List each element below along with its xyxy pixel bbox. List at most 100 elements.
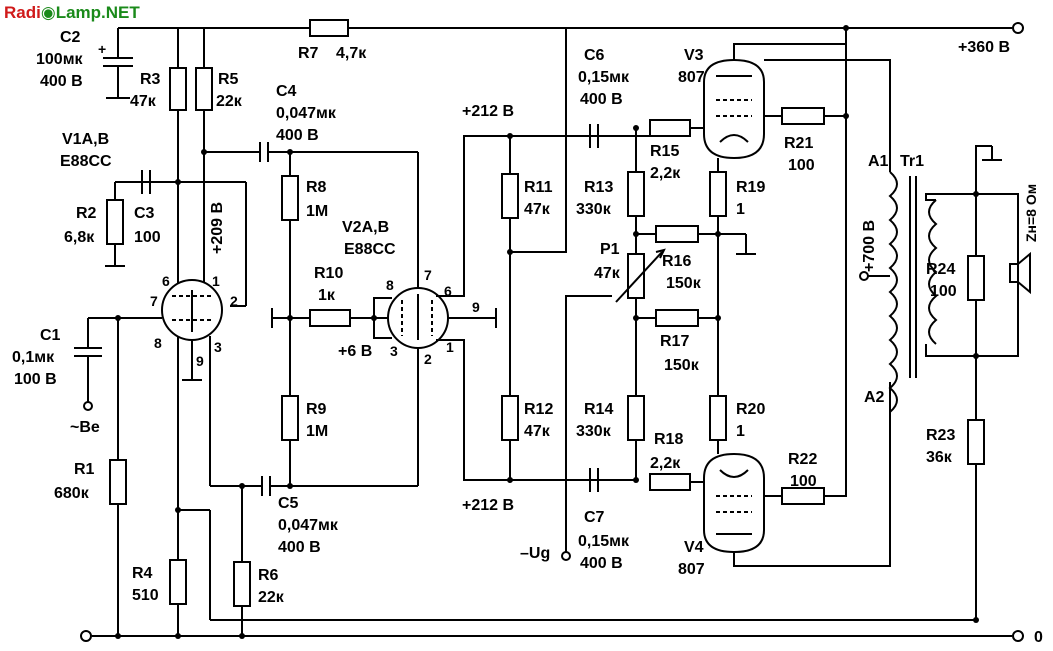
resistor-r21: R21 100 bbox=[781, 107, 825, 174]
r2-value: 6,8к bbox=[64, 229, 95, 246]
r16-name: R16 bbox=[662, 253, 691, 270]
ground-rail: 0 bbox=[80, 629, 1043, 646]
v1-pin6: 6 bbox=[162, 273, 170, 289]
logo-part-3: .NET bbox=[101, 3, 140, 22]
site-logo: Radi◉Lamp.NET bbox=[4, 3, 140, 22]
capacitor-c1: C1 0,1мк 100 В bbox=[12, 318, 102, 411]
c4-rating: 400 В bbox=[276, 127, 319, 144]
c6-name: C6 bbox=[584, 47, 605, 64]
c7-rating: 400 В bbox=[580, 555, 623, 572]
v700-label: +700 В bbox=[861, 220, 878, 272]
tube-v3 bbox=[703, 58, 765, 160]
v209-label: +209 В bbox=[209, 202, 226, 254]
resistor-r11: R11 47к bbox=[501, 136, 553, 219]
svg-text:+: + bbox=[98, 41, 106, 57]
r11-value: 47к bbox=[524, 201, 551, 218]
v1-pin1: 1 bbox=[212, 273, 220, 289]
v1-pin3: 3 bbox=[214, 339, 222, 355]
r23-value: 36к bbox=[926, 449, 953, 466]
p1-name: P1 bbox=[600, 241, 620, 258]
c5-rating: 400 В bbox=[278, 539, 321, 556]
capacitor-c6: C6 0,15мк 400 В bbox=[578, 47, 630, 148]
resistor-r2: R2 6,8к bbox=[64, 199, 124, 246]
r20-name: R20 bbox=[736, 401, 765, 418]
resistor-r5: R5 22к bbox=[195, 67, 243, 111]
v3-name: V3 bbox=[684, 47, 704, 64]
r8-name: R8 bbox=[306, 179, 327, 196]
r24-name: R24 bbox=[926, 261, 955, 278]
logo-part-1: Radi bbox=[4, 3, 41, 22]
v6-label: +6 В bbox=[338, 343, 372, 360]
c2-rating: 400 В bbox=[40, 73, 83, 90]
v1-pin9: 9 bbox=[196, 353, 204, 369]
v2-pin3: 3 bbox=[390, 343, 398, 359]
v1-pin7: 7 bbox=[150, 293, 158, 309]
resistor-r4: R4 510 bbox=[132, 559, 187, 605]
r3-name: R3 bbox=[140, 71, 161, 88]
c6-rating: 400 В bbox=[580, 91, 623, 108]
resistor-r1: R1 680к bbox=[54, 459, 127, 505]
input-label[interactable]: ~Bе bbox=[70, 419, 100, 436]
v4-type: 807 bbox=[678, 561, 705, 578]
v2-name: V2A,B bbox=[342, 219, 389, 236]
b212-bot-label: +212 В bbox=[462, 497, 514, 514]
transformer-tr1: A1 Tr1 A2 bbox=[764, 59, 938, 413]
r7-name: R7 bbox=[298, 45, 319, 62]
r12-value: 47к bbox=[524, 423, 551, 440]
c2-name: C2 bbox=[60, 29, 81, 46]
r14-name: R14 bbox=[584, 401, 613, 418]
r1-value: 680к bbox=[54, 485, 90, 502]
r23-name: R23 bbox=[926, 427, 955, 444]
v2-pin6: 6 bbox=[444, 283, 452, 299]
logo-part-2: Lamp bbox=[56, 3, 101, 22]
r12-name: R12 bbox=[524, 401, 553, 418]
r4-value: 510 bbox=[132, 587, 159, 604]
r21-value: 100 bbox=[788, 157, 815, 174]
c6-value: 0,15мк bbox=[578, 69, 630, 86]
v2-pin8: 8 bbox=[386, 277, 394, 293]
r22-value: 100 bbox=[790, 473, 817, 490]
r6-name: R6 bbox=[258, 567, 279, 584]
r6-value: 22к bbox=[258, 589, 285, 606]
v2-type: E88CC bbox=[344, 241, 396, 258]
c1-rating: 100 В bbox=[14, 371, 57, 388]
r1-name: R1 bbox=[74, 461, 95, 478]
tr1-a2: A2 bbox=[864, 389, 885, 406]
c2-value: 100мк bbox=[36, 51, 84, 68]
tube-v2: 8 7 6 9 3 2 1 bbox=[386, 267, 480, 367]
c4-value: 0,047мк bbox=[276, 105, 337, 122]
resistor-r9: R9 1М bbox=[281, 395, 328, 441]
v2-pin7: 7 bbox=[424, 267, 432, 283]
r24-value: 100 bbox=[930, 283, 957, 300]
r9-name: R9 bbox=[306, 401, 327, 418]
r10-name: R10 bbox=[314, 265, 343, 282]
resistor-r15: R15 2,2к bbox=[649, 119, 691, 182]
capacitor-c7: C7 0,15мк 400 В bbox=[578, 468, 630, 572]
r22-name: R22 bbox=[788, 451, 817, 468]
c5-value: 0,047мк bbox=[278, 517, 339, 534]
capacitor-c4: C4 0,047мк 400 В bbox=[259, 83, 418, 162]
resistor-r8: R8 1М bbox=[281, 175, 328, 221]
r9-value: 1М bbox=[306, 423, 328, 440]
hv-rail: +360 В bbox=[118, 22, 1024, 56]
capacitor-c5: C5 0,047мк 400 В bbox=[261, 476, 418, 556]
r4-name: R4 bbox=[132, 565, 153, 582]
v2-pin1: 1 bbox=[446, 339, 454, 355]
p1-value: 47к bbox=[594, 265, 621, 282]
resistor-r3: R3 47к bbox=[130, 67, 187, 111]
v4-name: V4 bbox=[684, 539, 704, 556]
ground-rail-label: 0 bbox=[1034, 629, 1043, 646]
resistor-r16: R16 150к bbox=[655, 225, 702, 292]
r14-value: 330к bbox=[576, 423, 612, 440]
potentiometer-p1[interactable]: P1 47к bbox=[594, 241, 666, 303]
v2-pin9: 9 bbox=[472, 299, 480, 315]
ug-label[interactable]: –Ug bbox=[520, 545, 550, 562]
tube-v4 bbox=[703, 452, 765, 554]
c1-value: 0,1мк bbox=[12, 349, 55, 366]
tr1-name: Tr1 bbox=[900, 153, 924, 170]
r8-value: 1М bbox=[306, 203, 328, 220]
hv-rail-label: +360 В bbox=[958, 39, 1010, 56]
resistor-r17: R17 150к bbox=[655, 309, 700, 374]
